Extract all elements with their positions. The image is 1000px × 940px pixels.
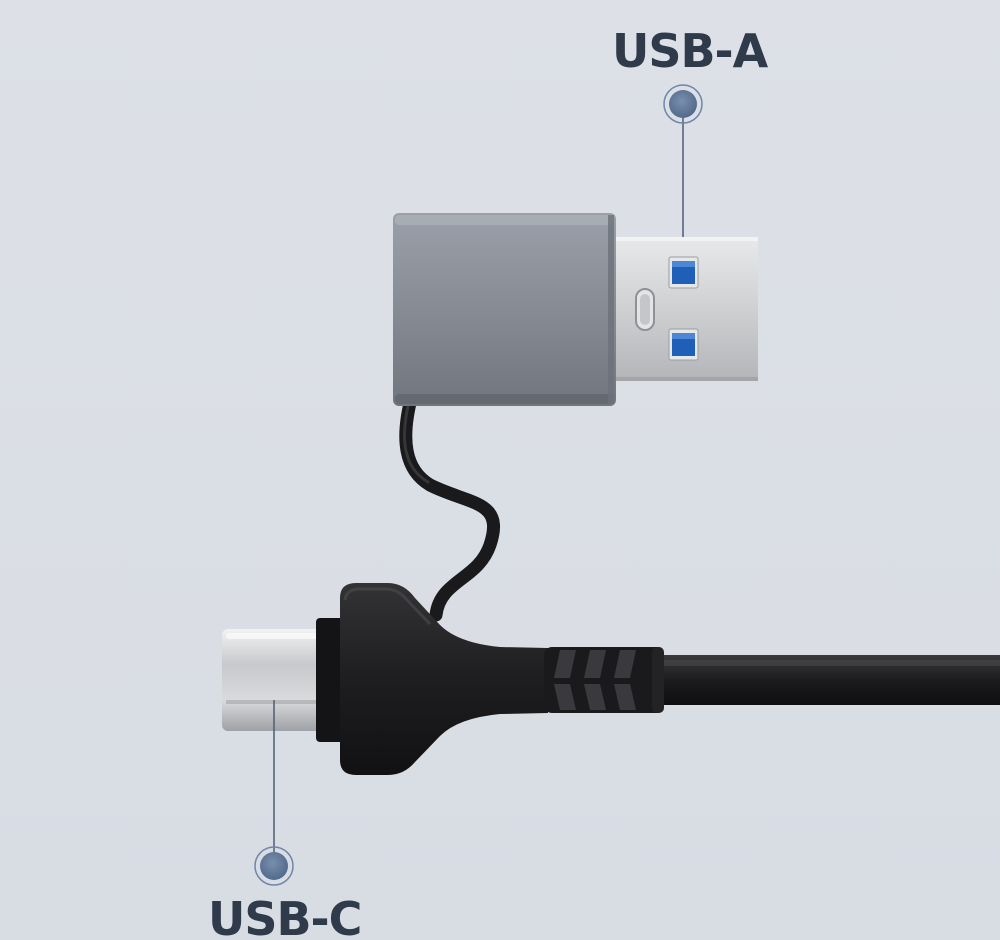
thin-cable <box>399 388 501 622</box>
usb-a-plug-icon <box>393 213 758 406</box>
usb-c-molded-body <box>340 583 548 775</box>
usb-a-callout-ring <box>663 84 703 124</box>
usb-a-callout <box>663 84 703 250</box>
usb-c-plug-icon <box>222 583 664 775</box>
usb-c-strain-relief <box>544 647 664 713</box>
usb-c-callout-dot <box>260 852 288 880</box>
usb-a-callout-dot <box>669 90 697 118</box>
usb-a-label: USB-A <box>612 24 768 78</box>
usb-c-metal-plug <box>222 629 326 731</box>
usb-a-aluminum-shell <box>393 213 616 406</box>
usb-c-label: USB-C <box>208 892 362 940</box>
usb-c-callout <box>254 700 294 886</box>
usb-c-callout-ring <box>254 846 294 886</box>
